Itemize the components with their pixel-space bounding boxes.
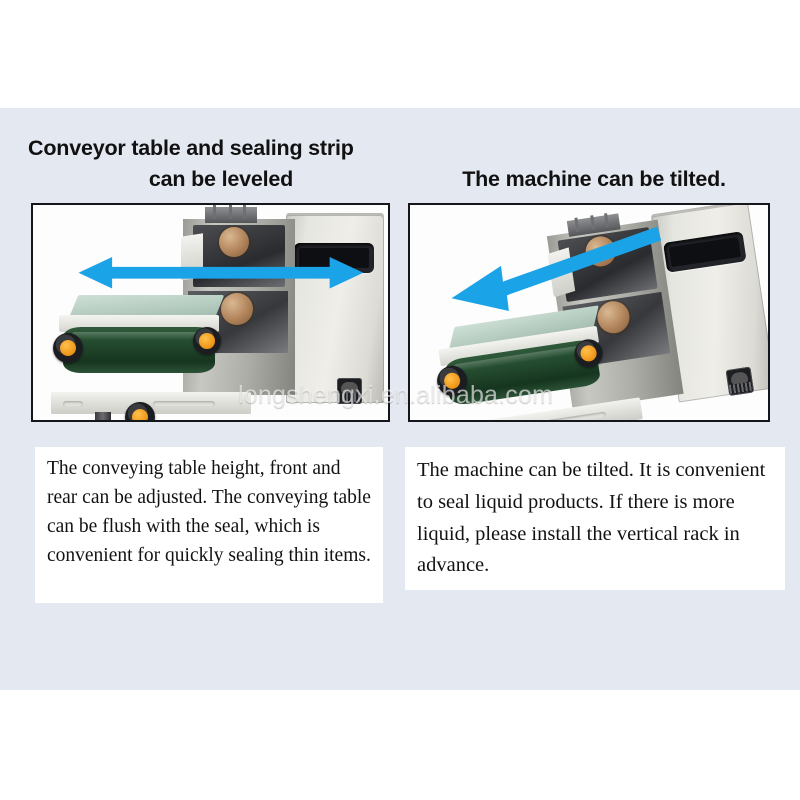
sealing-wheel-upper [219,227,249,257]
adjust-knob-left [53,333,83,363]
adjust-knob-base [125,402,155,420]
adjust-knob-right [193,327,221,355]
photo-scene-leveled [33,205,388,420]
conveyor-belt [63,327,215,373]
sealing-wheel-lower [221,293,253,325]
left-title-line-2: can be leveled [148,166,294,191]
photo-scene-tilted [410,205,768,420]
head-rod-2 [229,205,232,219]
machine-base-rail [51,392,251,414]
horizontal-double-arrow-icon [78,257,364,289]
right-column-title: The machine can be tilted. [462,167,726,191]
caption-leveled: The conveying table height, front and re… [35,447,383,603]
machine-leg [95,412,111,420]
caption-tilted: The machine can be tilted. It is conveni… [405,447,785,590]
control-panel-screen [299,248,369,268]
left-column-title: Conveyor table and sealing strip can be … [28,133,398,194]
base-slot-2 [153,401,215,407]
photo-machine-tilted [408,203,770,422]
left-title-line-1: Conveyor table and sealing strip [28,136,354,160]
machine-illustration-level [33,205,388,420]
head-rod-1 [213,205,216,219]
head-rod-3 [243,205,246,219]
power-socket-grill [338,393,361,402]
photo-machine-leveled [31,203,390,422]
base-slot-1 [63,401,83,407]
diagonal-arrow-icon [451,226,662,312]
conveyor-belt-highlight [71,332,205,340]
